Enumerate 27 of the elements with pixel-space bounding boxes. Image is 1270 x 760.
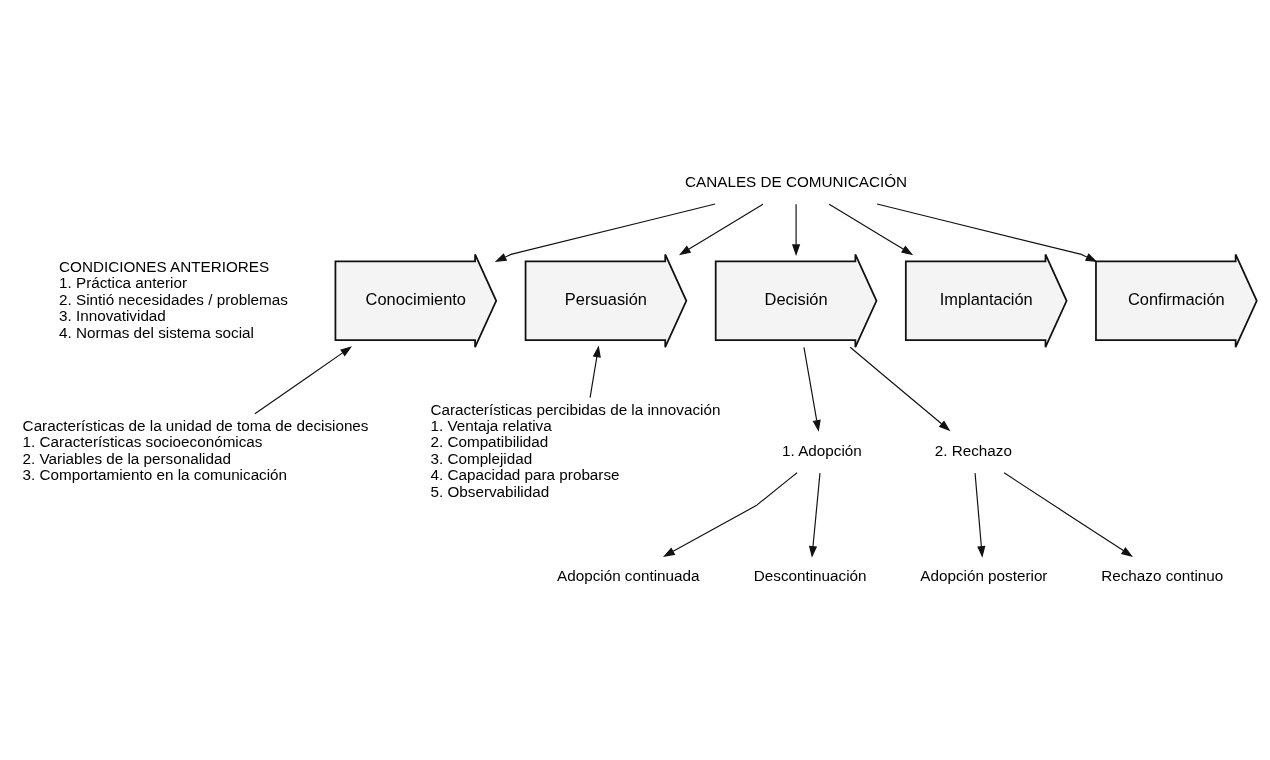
node-text: 1. Adopción [782, 441, 862, 459]
node-text: CANALES DE COMUNICACIÓN [685, 172, 908, 190]
node-text: Características percibidas de la innovación 1. Ventaja relativa 2. Compatibilidad 3. Complejidad 4. Capacidad para probarse 5. Observabilidad [430, 400, 721, 500]
arrow [1003, 472, 1133, 557]
arrow [974, 472, 986, 558]
arrow [663, 472, 798, 557]
arrow [678, 203, 764, 256]
label: 1. Práctica anterior [59, 274, 188, 292]
node-text: Características de la unidad de toma de decisiones 1. Características socioeconómicas 2. Variables de la personalidad 3. Comportamiento en la comunicación [22, 416, 369, 484]
node-text: 2. Rechazo [934, 441, 1012, 459]
node-text: Descontinuación [753, 567, 867, 585]
label: 4. Normas del sistema social [59, 323, 254, 341]
node-text: Rechazo continuo [1101, 567, 1224, 585]
arrow [828, 203, 914, 256]
node-text: Adopción posterior [920, 567, 1048, 585]
arrow [589, 345, 601, 399]
arrow [808, 472, 821, 558]
arrow [849, 346, 951, 432]
arrow [254, 346, 353, 415]
arrow [494, 203, 716, 263]
label: 3. Innovatividad [59, 307, 166, 325]
arrow [791, 203, 801, 257]
node-text: Adopción continuada [557, 567, 700, 585]
label: 2. Sintió necesidades / problemas [59, 290, 288, 308]
arrow [876, 203, 1098, 263]
label: CONDICIONES ANTERIORES [59, 257, 270, 275]
arrow [803, 346, 821, 432]
